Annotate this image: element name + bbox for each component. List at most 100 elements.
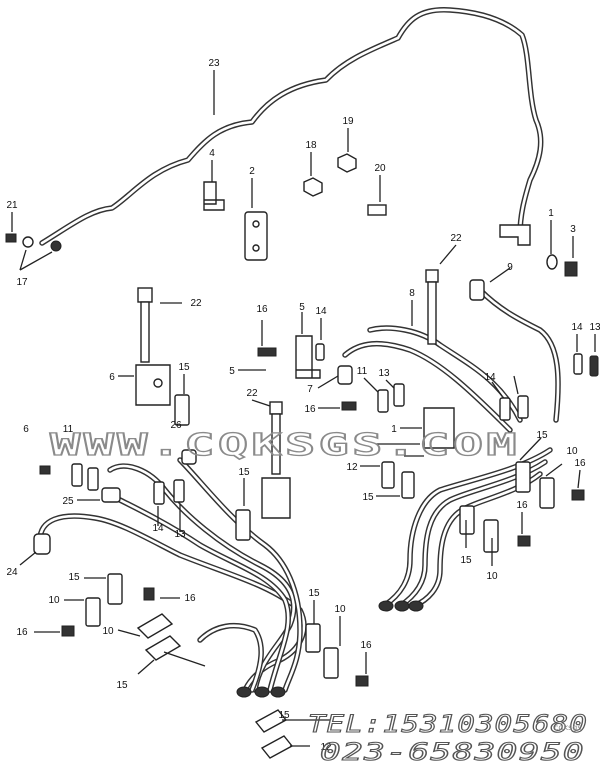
callout-label: 16 <box>516 500 528 511</box>
bolt-16a <box>257 347 277 357</box>
callout-label: 7 <box>307 384 313 395</box>
nozzle-c <box>270 686 286 698</box>
callout-label: 14 <box>315 306 327 317</box>
bolt-shank-22c <box>271 413 281 475</box>
washer-1 <box>546 254 558 270</box>
callout-label: 16 <box>16 627 28 638</box>
callout-label: 13 <box>378 368 390 379</box>
callout-label: 19 <box>342 116 354 127</box>
callout-label: 10 <box>566 446 578 457</box>
bolt-shank-22b <box>427 281 437 345</box>
clamp-13a <box>393 383 405 407</box>
callout-label: 1 <box>391 424 397 435</box>
bolt-16e <box>143 587 155 601</box>
washer-17a <box>22 236 34 248</box>
callout-label: 25 <box>62 496 74 507</box>
callout-label: 13 <box>174 529 186 540</box>
nut-19 <box>337 153 357 173</box>
bolt-shank-22a <box>140 301 150 363</box>
block-6b <box>423 407 455 449</box>
callout-label: 22 <box>450 233 462 244</box>
callout-label: 22 <box>190 298 202 309</box>
block-6a <box>135 364 171 406</box>
block-22c <box>261 477 291 519</box>
clamp-14c <box>573 353 583 375</box>
callout-label: 10 <box>334 604 346 615</box>
callout-label: 6 <box>109 372 115 383</box>
cqksgs-logo: cqksgs <box>554 723 582 732</box>
logo-text: cqksgs <box>554 723 582 732</box>
clamp-14a <box>315 343 325 361</box>
plate-10d <box>539 477 555 509</box>
callout-label: 21 <box>6 200 18 211</box>
callout-label: 16 <box>574 458 586 469</box>
callout-label: 16 <box>184 593 196 604</box>
callout-label: 15 <box>460 555 472 566</box>
callout-label: 11 <box>63 424 74 435</box>
nozzle-a <box>236 686 252 698</box>
clamp-13d <box>173 479 185 503</box>
callout-label: 1 <box>548 208 554 219</box>
callout-label: 8 <box>409 288 415 299</box>
plate-2 <box>244 211 268 261</box>
clamp-14d <box>153 481 165 505</box>
bolt-21 <box>5 233 17 243</box>
callout-label: 9 <box>507 262 513 273</box>
bolt-16d <box>517 535 531 547</box>
callout-label: 15 <box>362 492 374 503</box>
clamp-15c <box>107 573 123 605</box>
watermark: WWW.CQKSGS.COM TEL:15310305680 023-65830… <box>49 427 587 766</box>
clamp-15f <box>515 461 531 493</box>
fitting-9 <box>469 279 485 301</box>
plate-bottom <box>260 735 294 759</box>
callout-label: 16 <box>256 304 268 315</box>
fuel-pipes <box>37 7 561 693</box>
callout-label: 13 <box>589 322 600 333</box>
clamp-15a <box>174 394 190 426</box>
clamp-11b <box>71 463 83 487</box>
callout-label: 17 <box>16 277 28 288</box>
nozzle-d <box>378 600 394 612</box>
callout-label: 24 <box>6 567 18 578</box>
callout-label: 6 <box>23 424 29 435</box>
clamp-13c <box>589 355 599 377</box>
bracket-1 <box>499 224 531 246</box>
hardware-parts <box>5 153 599 759</box>
callout-label: 12 <box>346 462 358 473</box>
callout-label: 26 <box>170 420 182 431</box>
callout-label: 10 <box>102 626 114 637</box>
callout-label: 3 <box>570 224 576 235</box>
callout-label: 5 <box>229 366 235 377</box>
nozzle-f <box>408 600 424 612</box>
clamp-15b <box>235 509 251 541</box>
clamp-11a <box>377 389 389 413</box>
callout-label: 15 <box>178 362 190 373</box>
callout-label: 15 <box>68 572 80 583</box>
bolt-head-22c <box>269 401 283 415</box>
bolt-3 <box>564 261 578 277</box>
nut-18 <box>303 177 323 197</box>
callout-label: 5 <box>299 302 305 313</box>
fitting-24 <box>33 533 51 555</box>
callout-label: 23 <box>208 58 220 69</box>
callout-label: 10 <box>48 595 60 606</box>
bolt-head-22b <box>425 269 439 283</box>
callout-label: 14 <box>152 523 164 534</box>
callout-label: 16 <box>360 640 372 651</box>
callout-label: 18 <box>305 140 317 151</box>
nozzle-b <box>254 686 270 698</box>
clamp-14b <box>499 397 511 421</box>
callout-label: 15 <box>238 467 250 478</box>
callout-label: 4 <box>209 148 215 159</box>
clip-4 <box>203 181 225 211</box>
fitting-7 <box>337 365 353 385</box>
clamp-15h <box>144 635 182 661</box>
bolt-20 <box>367 204 387 216</box>
washer-17b <box>50 240 62 252</box>
plate-10e <box>136 613 174 639</box>
plate-10a <box>85 597 101 627</box>
callout-label: 10 <box>486 571 498 582</box>
plate-10c <box>483 519 499 553</box>
bolt-16b <box>341 401 357 411</box>
